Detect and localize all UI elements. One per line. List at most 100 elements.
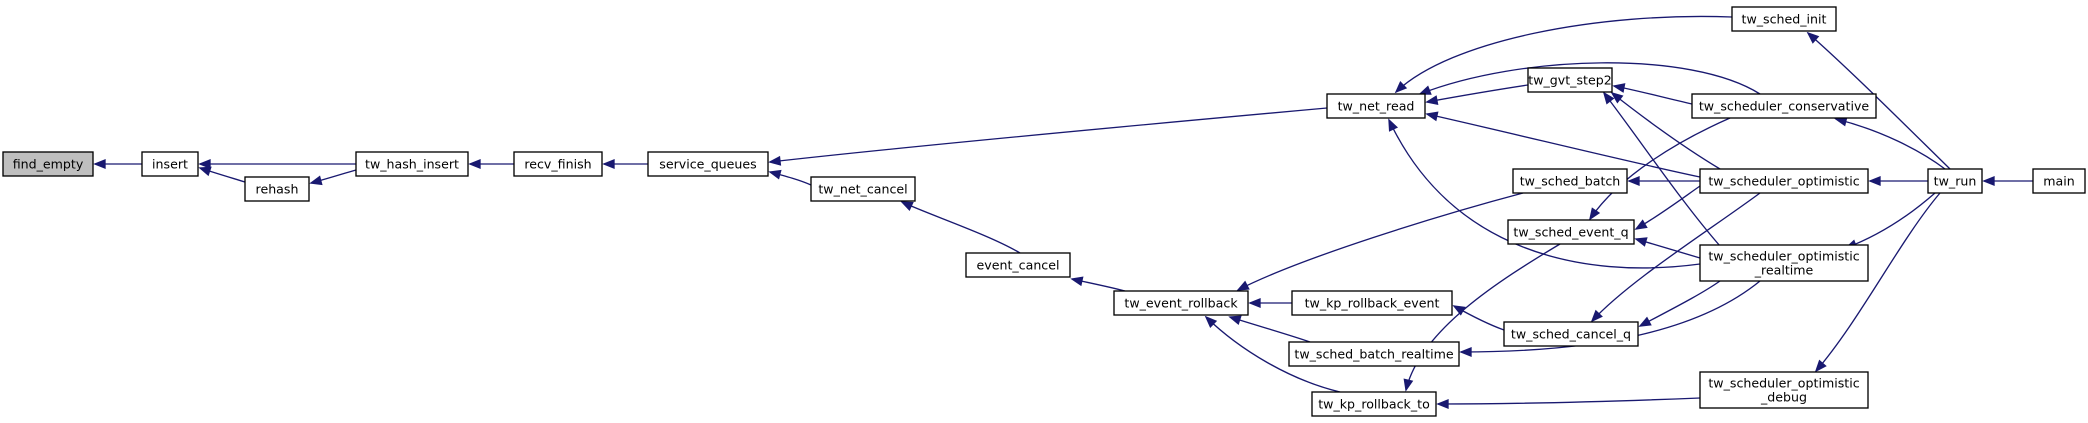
edge-line <box>1237 192 1524 291</box>
edge-tw_sched_batch-to-tw_event_rollback <box>1236 192 1524 291</box>
arrow-head <box>1590 309 1603 323</box>
arrow-head <box>1394 81 1408 94</box>
node-label: tw_scheduler_optimistic <box>1708 249 1859 264</box>
node-label: tw_kp_rollback_to <box>1318 397 1430 412</box>
arrow-head <box>1388 118 1399 132</box>
edge-line <box>1815 192 1941 372</box>
node-label: tw_scheduler_optimistic <box>1708 174 1859 189</box>
node-box <box>141 151 199 177</box>
node-tw-sched-batch[interactable]: tw_sched_batch <box>1512 168 1628 194</box>
edge-tw_sched_event_q-to-tw_kp_rollback_to <box>1403 243 1561 392</box>
edge-tw_scheduler_optimistic_realtime-to-tw_sched_event_q <box>1634 237 1701 259</box>
node-rehash[interactable]: rehash <box>244 176 310 202</box>
edge-line <box>1205 316 1341 393</box>
node-label: tw_scheduler_conservative <box>1699 99 1870 114</box>
node-label: recv_finish <box>524 157 591 172</box>
edge-main-to-tw_run <box>1982 176 2033 186</box>
node-tw-scheduler-optimistic-realtime[interactable]: tw_scheduler_optimistic_realtime <box>1699 244 1869 282</box>
arrow-head <box>198 159 211 169</box>
node-label: tw_hash_insert <box>365 157 459 172</box>
node-tw-run[interactable]: tw_run <box>1927 168 1983 194</box>
arrow-head <box>768 169 782 180</box>
node-tw-scheduler-optimistic[interactable]: tw_scheduler_optimistic <box>1699 168 1869 194</box>
node-label: tw_scheduler_optimistic <box>1708 376 1859 391</box>
edge-line <box>901 201 1021 254</box>
arrow-head <box>1452 305 1466 316</box>
node-tw-event-rollback[interactable]: tw_event_rollback <box>1113 290 1249 316</box>
node-tw-scheduler-optimistic-debug[interactable]: tw_scheduler_optimistic_debug <box>1699 371 1869 409</box>
arrow-head <box>1459 347 1472 357</box>
node-box <box>1288 341 1460 367</box>
node-label: tw_run <box>1934 174 1977 189</box>
edge-line <box>1611 92 1721 170</box>
arrow-head <box>1248 298 1261 308</box>
arrow-head <box>1403 378 1414 392</box>
node-label: tw_net_cancel <box>818 182 907 197</box>
edge-tw_scheduler_optimistic-to-tw_gvt_step2 <box>1610 91 1721 170</box>
node-label: _realtime <box>1754 263 1814 278</box>
edge-tw_scheduler_optimistic_realtime-to-tw_sched_cancel_q <box>1638 280 1721 327</box>
node-tw-net-read[interactable]: tw_net_read <box>1326 93 1426 119</box>
node-box <box>1927 168 1983 194</box>
edge-line <box>1639 280 1721 327</box>
node-tw-sched-cancel-q[interactable]: tw_sched_cancel_q <box>1503 321 1639 347</box>
node-main[interactable]: main <box>2032 168 2086 194</box>
node-box <box>1699 371 1869 409</box>
edge-tw_run-to-tw_scheduler_optimistic_realtime <box>1844 192 1936 249</box>
arrow-head <box>1425 111 1439 122</box>
node-label: find_empty <box>13 157 84 172</box>
node-tw-sched-init[interactable]: tw_sched_init <box>1731 6 1837 32</box>
node-tw-sched-batch-realtime[interactable]: tw_sched_batch_realtime <box>1288 341 1460 367</box>
node-box <box>2032 168 2086 194</box>
node-tw-kp-rollback-to[interactable]: tw_kp_rollback_to <box>1311 391 1437 417</box>
arrow-head <box>93 159 106 169</box>
edge-line <box>1426 113 1701 178</box>
edge-service_queues-to-recv_finish <box>602 159 648 169</box>
edge-insert-to-find_empty <box>93 159 142 169</box>
node-tw-net-cancel[interactable]: tw_net_cancel <box>810 176 916 202</box>
node-box <box>1113 290 1249 316</box>
arrow-head <box>1418 85 1432 95</box>
arrow-head <box>1806 31 1820 44</box>
edge-tw_kp_rollback_to-to-tw_event_rollback <box>1204 315 1341 393</box>
node-tw-kp-rollback-event[interactable]: tw_kp_rollback_event <box>1291 290 1453 316</box>
node-insert[interactable]: insert <box>141 151 199 177</box>
arrow-head <box>1436 399 1449 409</box>
arrow-head <box>1612 83 1626 93</box>
node-box <box>1699 244 1869 282</box>
edge-tw_gvt_step2-to-tw_net_read <box>1425 84 1529 105</box>
node-label: tw_sched_batch <box>1520 174 1621 189</box>
node-box <box>1512 168 1628 194</box>
arrow-head <box>1638 316 1652 327</box>
node-recv-finish[interactable]: recv_finish <box>513 151 603 177</box>
node-label: main <box>2043 174 2074 189</box>
node-box <box>1731 6 1837 32</box>
node-box <box>1291 290 1453 316</box>
node-service-queues[interactable]: service_queues <box>647 151 769 177</box>
node-label: _debug <box>1760 390 1807 405</box>
arrow-head <box>1070 276 1084 287</box>
node-tw-hash-insert[interactable]: tw_hash_insert <box>355 151 469 177</box>
arrow-head <box>1602 91 1615 105</box>
arrow-head <box>198 166 212 177</box>
edge-tw_sched_batch_realtime-to-tw_event_rollback <box>1228 315 1311 343</box>
node-label: event_cancel <box>977 258 1060 273</box>
node-box <box>244 176 310 202</box>
edge-line <box>1460 280 1761 353</box>
arrow-head <box>1982 176 1995 186</box>
edge-tw_scheduler_conservative-to-tw_gvt_step2 <box>1612 83 1693 105</box>
edge-line <box>1845 192 1936 249</box>
edge-tw_event_rollback-to-event_cancel <box>1070 276 1126 292</box>
arrow-head <box>1627 176 1640 186</box>
node-event-cancel[interactable]: event_cancel <box>965 252 1071 278</box>
node-tw-scheduler-conservative[interactable]: tw_scheduler_conservative <box>1691 93 1877 119</box>
arrow-head <box>900 201 914 212</box>
node-find-empty[interactable]: find_empty <box>2 151 94 177</box>
node-label: tw_kp_rollback_event <box>1305 296 1440 311</box>
edge-tw_net_cancel-to-service_queues <box>768 169 812 186</box>
node-tw-gvt-step2[interactable]: tw_gvt_step2 <box>1527 67 1613 93</box>
node-label: tw_sched_batch_realtime <box>1294 347 1453 362</box>
node-tw-sched-event-q[interactable]: tw_sched_event_q <box>1507 219 1635 245</box>
edge-tw_sched_cancel_q-to-tw_kp_rollback_event <box>1452 305 1505 331</box>
